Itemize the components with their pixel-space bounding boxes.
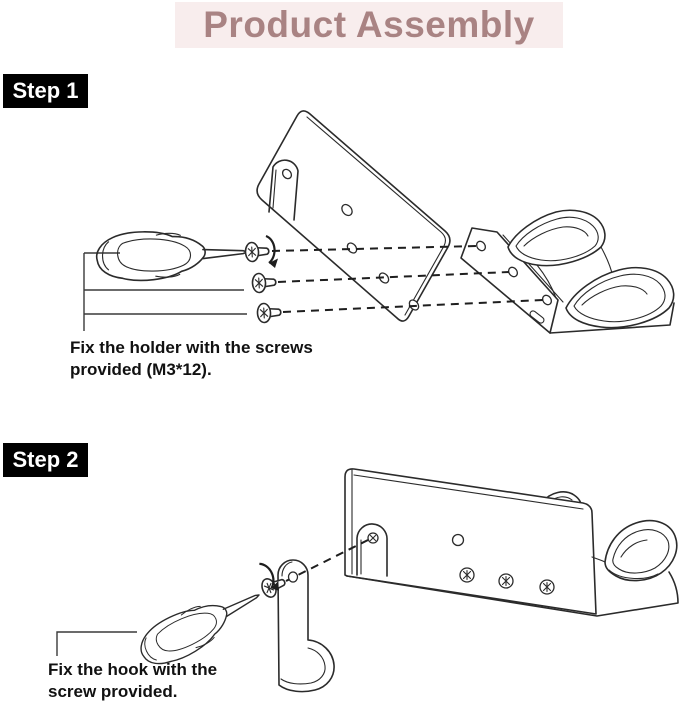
step-2-caption: Fix the hook with the screw provided. bbox=[48, 659, 217, 703]
holder-slot bbox=[529, 310, 545, 324]
screw-m3x12-icon-1 bbox=[244, 240, 271, 263]
screw-m3x12-icon-3 bbox=[256, 301, 283, 324]
plate-hook-tab bbox=[268, 159, 299, 221]
mounted-screw-3 bbox=[539, 579, 555, 595]
controller-holder-drawing bbox=[460, 209, 675, 334]
assembled-holder-drawing bbox=[344, 468, 679, 617]
plate-hook-tab bbox=[356, 523, 388, 577]
holder-hole-1 bbox=[475, 240, 487, 252]
holder-hole-2 bbox=[507, 266, 519, 278]
step-2-caption-line-2: screw provided. bbox=[48, 682, 178, 701]
step-2-caption-line-1: Fix the hook with the bbox=[48, 660, 218, 679]
page-title-banner: Product Assembly bbox=[175, 2, 563, 48]
cradle-back bbox=[507, 209, 614, 299]
screwdriver-icon bbox=[132, 575, 270, 675]
screwdriver-icon bbox=[95, 227, 249, 283]
page-title: Product Assembly bbox=[203, 4, 535, 45]
step1-leader-bracket bbox=[83, 252, 247, 331]
cradle-front bbox=[565, 266, 675, 329]
step-1-caption: Fix the holder with the screws provided … bbox=[70, 337, 313, 381]
side-cradle bbox=[591, 519, 678, 582]
plate-screw-hole-1 bbox=[346, 242, 358, 254]
dashed-alignment-line-3 bbox=[282, 299, 544, 313]
mounted-screw-1 bbox=[459, 567, 475, 583]
step-1-badge: Step 1 bbox=[3, 74, 88, 108]
screw-m3x12-icon-2 bbox=[251, 271, 278, 294]
mounted-screw-2 bbox=[498, 573, 514, 589]
mounting-plate-drawing bbox=[256, 110, 451, 322]
plate-center-hole bbox=[341, 203, 353, 217]
step-2-badge: Step 2 bbox=[3, 443, 88, 477]
step-1-caption-line-1: Fix the holder with the screws bbox=[70, 338, 313, 357]
step2-illustration bbox=[56, 468, 679, 693]
plate-screw-hole-2 bbox=[378, 272, 390, 284]
dashed-alignment-line-1 bbox=[271, 245, 478, 252]
step-1-caption-line-2: provided (M3*12). bbox=[70, 360, 212, 379]
step1-illustration bbox=[83, 110, 675, 334]
step2-leader-line bbox=[56, 631, 137, 656]
hook-hole bbox=[287, 571, 299, 583]
wall-hook-drawing bbox=[277, 559, 335, 693]
dashed-alignment-line-2 bbox=[277, 271, 510, 283]
holder-hole-3 bbox=[541, 294, 553, 306]
plate-center-hole bbox=[451, 533, 465, 547]
dashed-alignment-line bbox=[285, 539, 369, 582]
tab-screw bbox=[367, 532, 379, 544]
tab-hole bbox=[281, 168, 293, 180]
